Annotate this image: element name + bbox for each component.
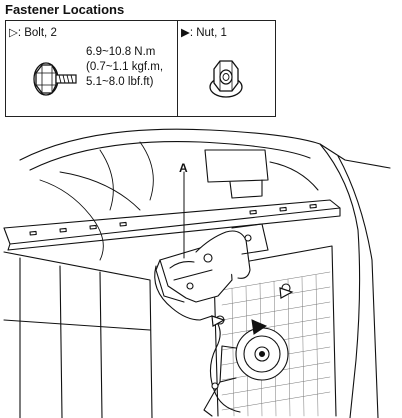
torque-kgfm: (0.7~1.1 kgf.m, [86,61,164,73]
radiator-support [3,199,341,245]
bolt-cell: ▷: Bolt, 2 6.9~10.8 N.m (0.7~1.1 kgf.m, … [6,21,178,116]
bolt-marker-icon [211,315,226,327]
fastener-table: ▷: Bolt, 2 6.9~10.8 N.m (0.7~1.1 kgf.m, … [5,20,276,117]
hood-latch-diagram: A [3,128,391,418]
bolt-marker-icon [279,287,294,299]
bolt-label: ▷: Bolt, 2 [9,27,57,39]
torque-lbfft: 5.1~8.0 lbf.ft) [86,76,154,88]
bolt-torque-spec: 6.9~10.8 N.m (0.7~1.1 kgf.m, 5.1~8.0 lbf… [86,45,163,90]
torque-nm: 6.9~10.8 N.m [86,46,156,58]
nut-marker-icon [251,319,268,335]
callout-a: A [179,161,188,175]
body-panel-outline [19,128,391,169]
nut-icon [209,60,243,98]
bolt-icon [33,62,77,96]
release-cable [154,265,213,321]
nut-label: ▶: Nut, 1 [181,27,227,39]
nut-cell: ▶: Nut, 1 [178,21,275,116]
page-title: Fastener Locations [5,2,125,17]
